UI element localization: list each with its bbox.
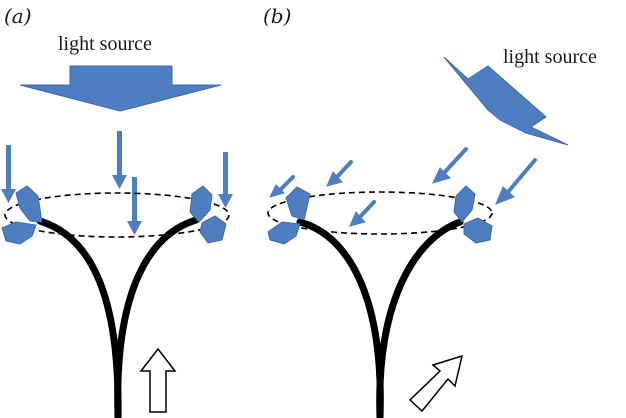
panel-a-label: (a) [4,4,32,28]
panel-a-source-label: light source [58,33,152,55]
ray-arrow-icon [349,200,376,227]
ray-arrow-icon [495,158,537,205]
panel-a: (a) light source [1,4,233,418]
stem-right-a [114,216,200,418]
ray-arrow-icon [326,160,353,187]
stem-left-b [296,218,384,418]
growth-arrow-diagonal-icon [408,354,464,413]
panel-b-source-label: light source [503,46,597,68]
panel-b-label: (b) [263,4,291,28]
stem-left-a [36,217,122,418]
ray-arrow-icon [112,131,127,189]
leaf-cluster-right-a [189,185,227,244]
light-rays-a [1,131,233,235]
light-rays-b [269,147,537,227]
stem-right-b [376,218,464,418]
ray-arrow-icon [432,147,468,184]
ray-arrow-icon [1,145,16,203]
ray-arrow-icon [269,175,295,198]
ray-arrow-icon [218,152,233,208]
panel-b: (b) light source [263,4,597,418]
leaf-cluster-left-b [267,186,311,245]
ray-arrow-icon [127,177,142,235]
leaf-cluster-right-b [453,185,493,244]
light-source-arrow-icon [19,65,222,112]
leaf-cluster-left-a [1,185,43,245]
dashed-ring-a [4,192,230,238]
dashed-ring-b [267,191,493,235]
growth-arrow-up-icon [139,347,177,413]
tilted-light-source-arrow-icon [443,56,569,146]
